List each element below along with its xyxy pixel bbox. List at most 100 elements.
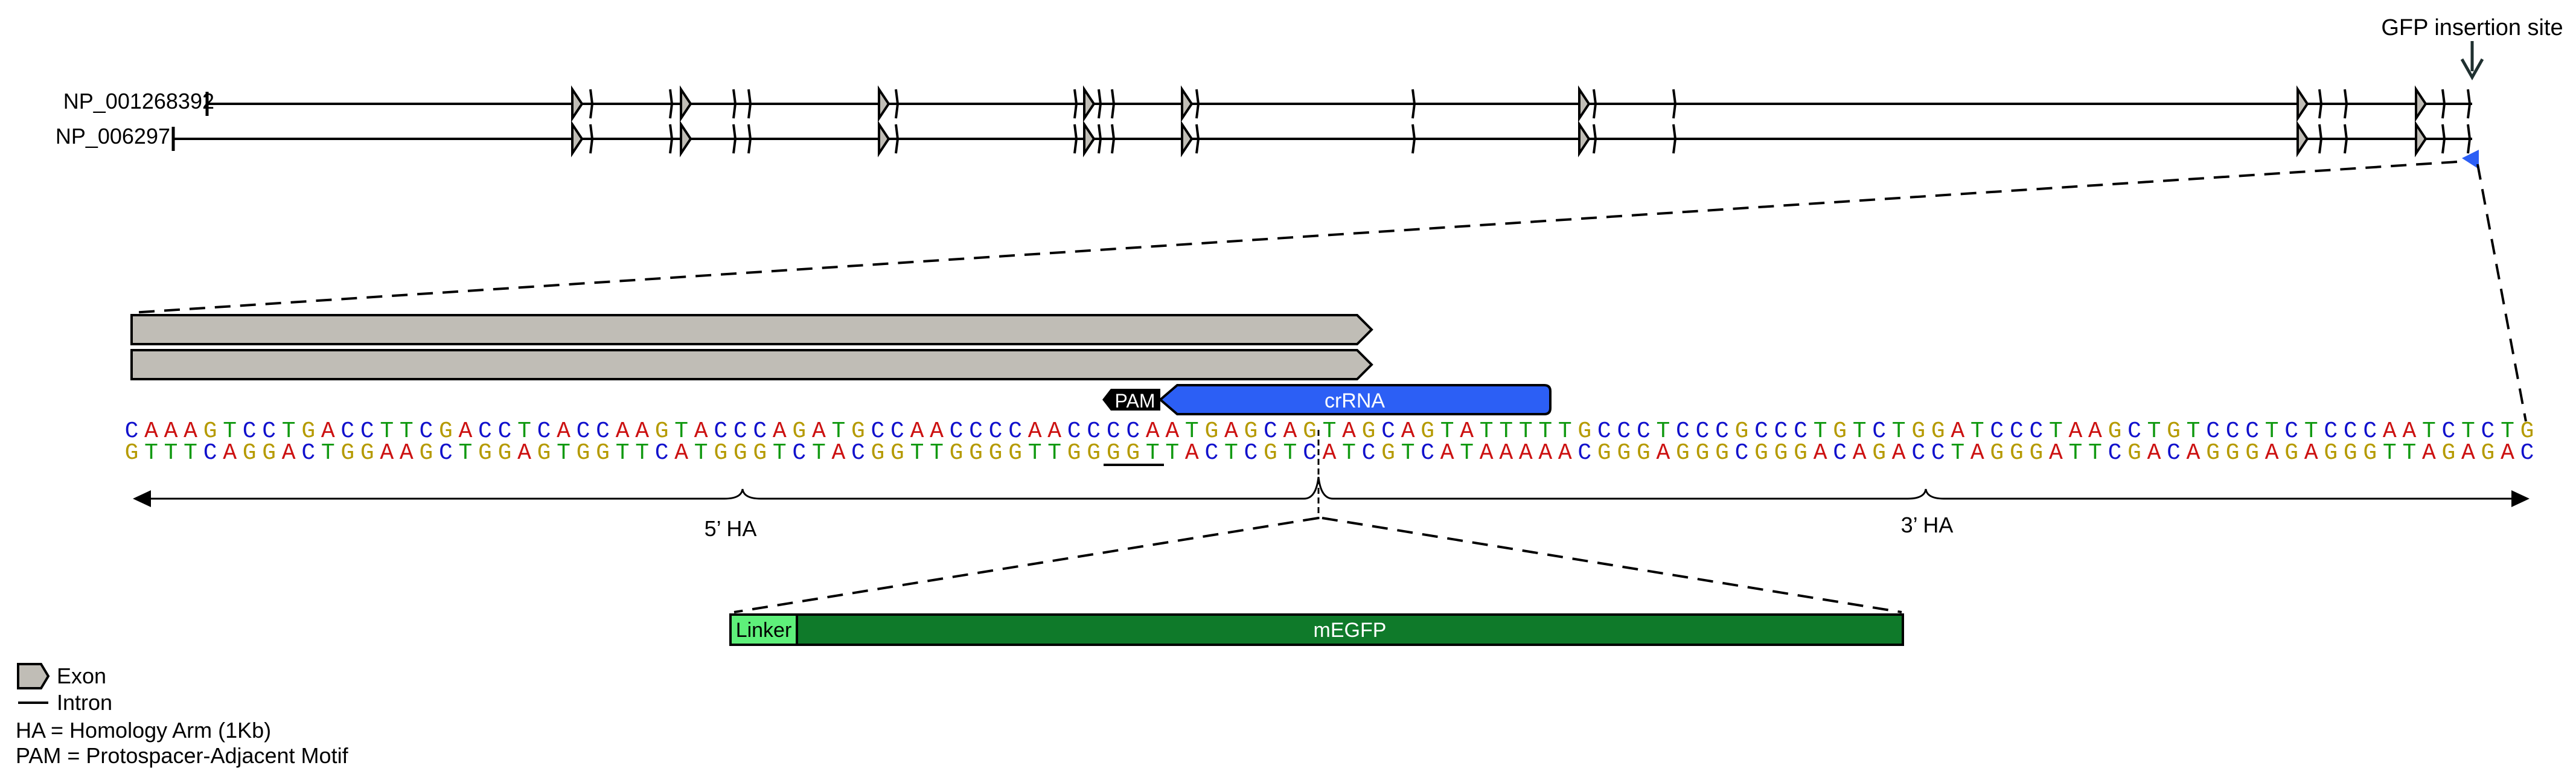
exon-glyph	[2318, 124, 2323, 154]
sequence-base: G	[1577, 418, 1591, 444]
sequence-base: C	[125, 418, 139, 444]
sequence-base: C	[1676, 418, 1690, 444]
crrna-arrow: crRNA	[1158, 384, 1552, 415]
sequence-base: T	[1814, 418, 1827, 444]
sequence-base: G	[2441, 440, 2455, 466]
sequence-base: T	[517, 418, 531, 444]
sequence-base: G	[890, 440, 904, 466]
exon-glyph	[1593, 124, 1597, 154]
sequence-base: C	[1990, 418, 2004, 444]
sequence-base: G	[1676, 440, 1690, 466]
exon-glyph	[571, 120, 584, 158]
sequence-base: G	[1794, 440, 1807, 466]
sequence-base: G	[1381, 440, 1395, 466]
sequence-base: G	[792, 418, 806, 444]
sequence-base: C	[2344, 418, 2357, 444]
transcript-name-2: NP_006297	[56, 124, 170, 149]
exon-glyph	[895, 89, 900, 119]
sequence-base: A	[1814, 440, 1827, 466]
sequence-base: G	[1597, 440, 1611, 466]
sequence-base: C	[596, 418, 610, 444]
sequence-base: G	[733, 440, 747, 466]
sequence-base: G	[1833, 418, 1847, 444]
sequence-base: A	[1853, 440, 1867, 466]
sequence-base: G	[989, 440, 1003, 466]
sequence-base: G	[2284, 440, 2298, 466]
sequence-base: C	[2167, 440, 2181, 466]
sequence-base: T	[1323, 418, 1337, 444]
sequence-base: A	[2187, 440, 2200, 466]
ha-right-label: 3’ HA	[1901, 513, 1954, 537]
exon-glyph	[680, 120, 692, 158]
exon-glyph	[1593, 89, 1597, 119]
sequence-base: C	[1833, 440, 1847, 466]
sequence-base: A	[184, 418, 197, 444]
sequence-base: A	[400, 440, 414, 466]
sequence-base: C	[1204, 440, 1218, 466]
sequence-base: T	[2049, 418, 2063, 444]
exon-glyph	[2467, 124, 2472, 154]
sequence-base: T	[831, 418, 845, 444]
sequence-base: G	[340, 440, 354, 466]
sequence-base: G	[2127, 440, 2141, 466]
sequence-base: A	[2422, 440, 2436, 466]
zoom-line-left	[131, 161, 2458, 314]
sequence-base: A	[1342, 418, 1356, 444]
sequence-base: C	[1696, 418, 1710, 444]
sequence-base: C	[1911, 440, 1925, 466]
sequence-base: C	[2245, 418, 2259, 444]
exon-glyph	[2296, 85, 2309, 123]
sequence-base: C	[950, 418, 964, 444]
exon-glyph	[2318, 89, 2323, 119]
sequence-base: A	[2147, 440, 2161, 466]
sequence-base: C	[1774, 418, 1788, 444]
zoom-line-right	[2476, 164, 2527, 422]
insertion-arrow-icon	[2460, 41, 2484, 81]
sequence-base: T	[1951, 440, 1964, 466]
exon-legend-icon	[17, 663, 50, 689]
sequence-base: A	[1440, 440, 1454, 466]
sequence-base: A	[1185, 440, 1199, 466]
sequence-base: G	[1126, 440, 1140, 466]
sequence-base: G	[596, 440, 610, 466]
sequence-base: T	[910, 440, 924, 466]
sequence-base: T	[223, 418, 237, 444]
sequence-base: T	[2402, 440, 2416, 466]
exon-glyph	[2415, 85, 2427, 123]
sequence-base: A	[517, 440, 531, 466]
sequence-base: C	[1754, 418, 1768, 444]
exon-glyph	[2415, 120, 2427, 158]
exon-glyph	[747, 89, 752, 119]
sequence-base: C	[439, 440, 453, 466]
sequence-base: G	[301, 418, 315, 444]
sequence-base: C	[360, 418, 374, 444]
sequence-base: T	[1342, 440, 1356, 466]
exon-glyph	[1195, 124, 1200, 154]
exons-track-1	[571, 85, 2472, 123]
exon-glyph	[680, 85, 692, 123]
sequence-base: C	[1087, 418, 1101, 444]
exon-glyph	[1411, 124, 1416, 154]
sequence-base: C	[1008, 418, 1022, 444]
sequence-base: G	[2324, 440, 2338, 466]
exon-glyph	[2441, 124, 2446, 154]
sequence-base: T	[1401, 440, 1415, 466]
sequence-base: A	[2304, 440, 2318, 466]
exon-glyph	[589, 124, 594, 154]
exon-glyph	[2296, 120, 2309, 158]
sequence-base: T	[1028, 440, 1042, 466]
sequence-base: T	[635, 440, 649, 466]
exon-glyph	[747, 124, 752, 154]
sequence-base: A	[1460, 418, 1474, 444]
sequence-base: A	[1146, 418, 1160, 444]
sequence-base: G	[1087, 440, 1101, 466]
sequence-base: G	[851, 418, 865, 444]
sequence-base: G	[439, 418, 453, 444]
sequence-base: G	[498, 440, 512, 466]
sequence-base: T	[1657, 418, 1670, 444]
sequence-base: T	[2187, 418, 2200, 444]
sequence-base: T	[2265, 418, 2279, 444]
sequence-base: A	[1028, 418, 1042, 444]
sequence-base: G	[1264, 440, 1277, 466]
sequence-base: G	[478, 440, 492, 466]
